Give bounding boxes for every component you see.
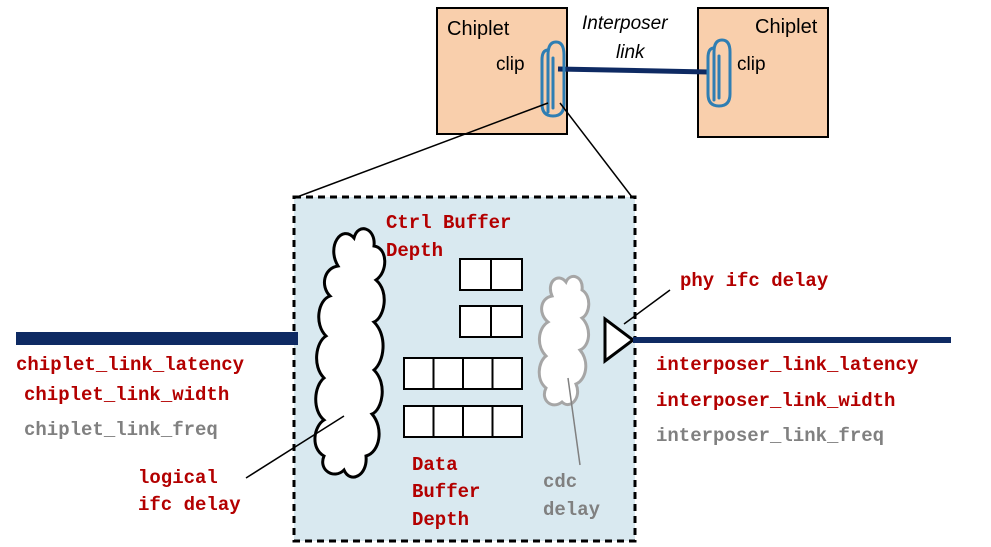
chiplet-link-freq-label: chiplet_link_freq	[24, 419, 218, 441]
phy-ifc-triangle	[603, 316, 636, 364]
data-buffer-label-line2: Buffer	[412, 481, 480, 503]
interposer-link-width-label: interposer_link_width	[656, 390, 895, 412]
ctrl-buffer-top	[459, 258, 523, 291]
cdc-delay-label-line2: delay	[543, 499, 601, 521]
chiplet-link-latency-label: chiplet_link_latency	[16, 354, 245, 376]
chiplet-left-title: Chiplet	[447, 18, 510, 40]
logical-ifc-label-line2: ifc delay	[138, 494, 241, 516]
interposer-link-line	[557, 66, 709, 75]
logical-ifc-pointer	[245, 415, 345, 479]
interposer-link-freq-label: interposer_link_freq	[656, 425, 884, 447]
phy-ifc-pointer	[623, 289, 671, 325]
chiplet-link-width-label: chiplet_link_width	[24, 384, 229, 406]
data-buffer-top	[403, 357, 523, 390]
zoom-line-right	[559, 102, 633, 198]
chiplet-right-title: Chiplet	[755, 16, 818, 38]
interposer-link-label-line2: link	[616, 42, 646, 63]
interposer-link-label-line1: Interposer	[582, 13, 668, 34]
cdc-delay-cloud	[537, 274, 591, 407]
phy-ifc-label: phy ifc delay	[680, 270, 829, 292]
interposer-link-latency-label: interposer_link_latency	[656, 354, 919, 376]
chiplet-left-clip-label: clip	[496, 54, 525, 75]
ctrl-buffer-label-line2: Depth	[386, 240, 443, 262]
data-buffer-label-line1: Data	[412, 454, 458, 476]
chiplet-link-bar	[16, 332, 298, 345]
paperclip-right-icon	[706, 38, 732, 108]
cdc-delay-label-line1: cdc	[543, 471, 577, 493]
ctrl-buffer-bottom	[459, 305, 523, 338]
logical-ifc-cloud	[313, 227, 387, 479]
paperclip-left-icon	[540, 40, 566, 118]
interposer-link-bar	[633, 337, 951, 343]
chiplet-right-clip-label: clip	[737, 54, 766, 75]
cdc-delay-pointer	[567, 377, 581, 466]
data-buffer-bottom	[403, 405, 523, 438]
data-buffer-label-line3: Depth	[412, 509, 469, 531]
ctrl-buffer-label-line1: Ctrl Buffer	[386, 212, 511, 234]
logical-ifc-label-line1: logical	[138, 467, 218, 489]
zoom-line-left	[296, 102, 549, 198]
